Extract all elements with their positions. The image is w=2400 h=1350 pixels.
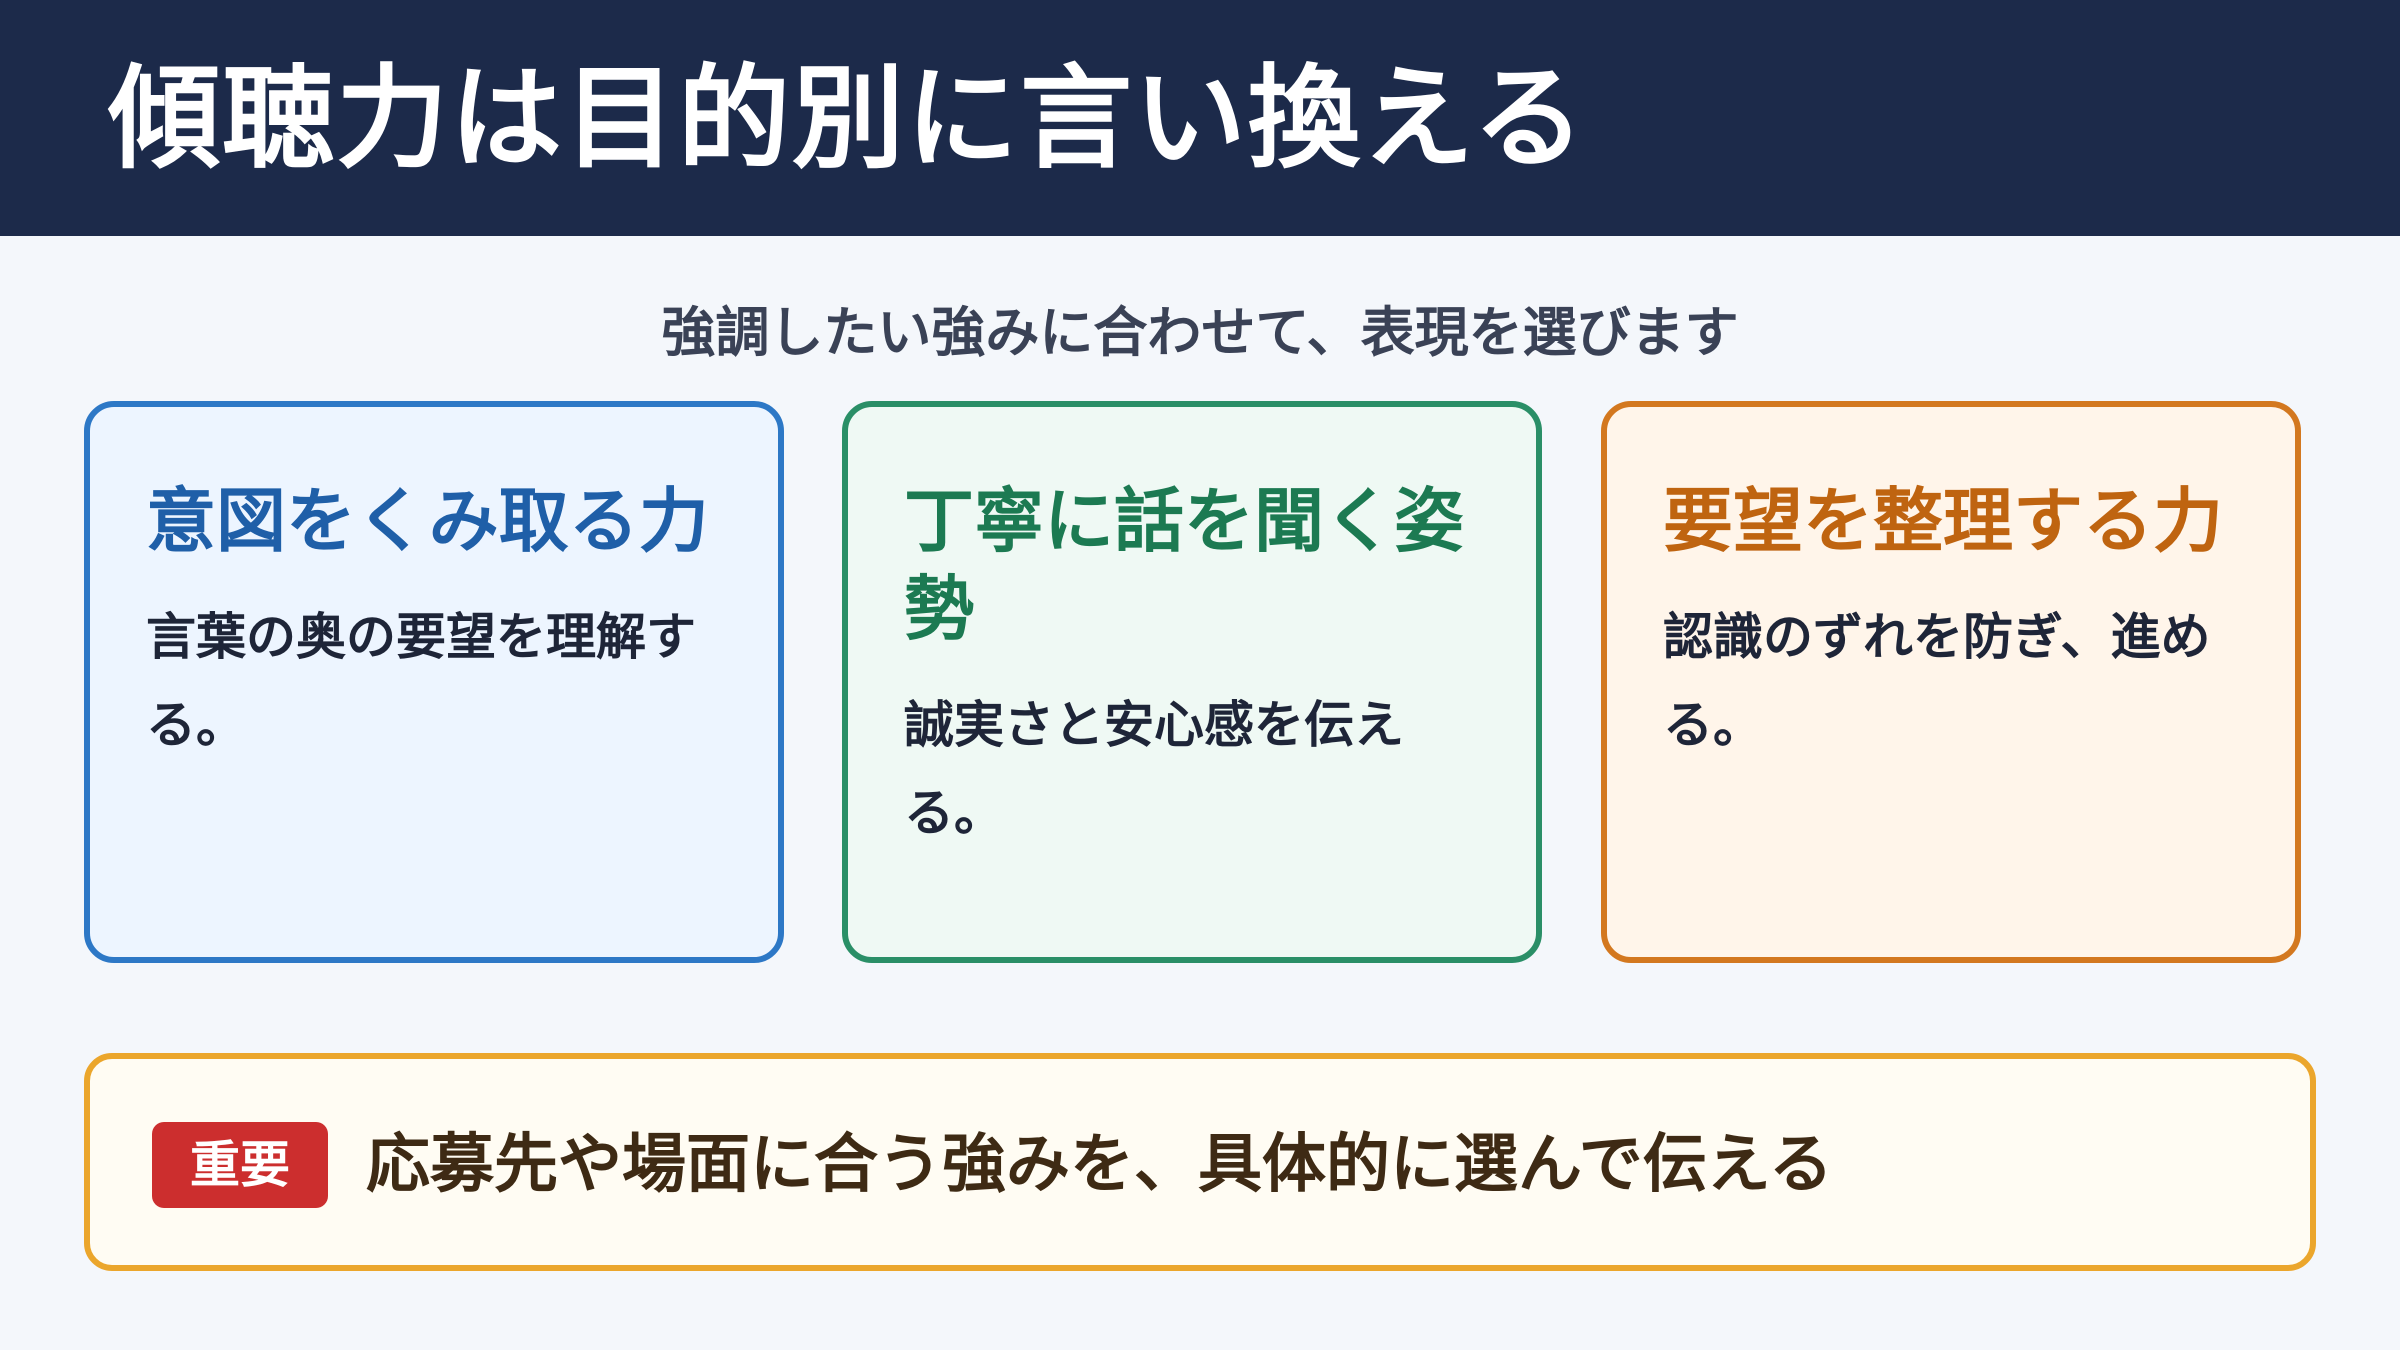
- card-organize: 要望を整理する力 認識のずれを防ぎ、進める。: [1601, 401, 2301, 963]
- page-subtitle: 強調したい強みに合わせて、表現を選びます: [661, 301, 1739, 364]
- card-description: 言葉の奥の要望を理解する。: [146, 608, 696, 754]
- card-title: 意図をくみ取る力: [146, 480, 709, 562]
- card-description: 認識のずれを防ぎ、進める。: [1663, 608, 2211, 754]
- card-attitude: 丁寧に話を聞く姿勢 誠実さと安心感を伝える。: [842, 401, 1542, 963]
- card-description: 誠実さと安心感を伝える。: [904, 696, 1404, 842]
- card-title: 丁寧に話を聞く姿勢: [904, 480, 1464, 650]
- card-title: 要望を整理する力: [1663, 480, 2223, 562]
- page-title: 傾聴力は目的別に言い換える: [108, 54, 1587, 184]
- important-note: 重要 応募先や場面に合う強みを、具体的に選んで伝える: [84, 1053, 2316, 1271]
- important-badge: 重要: [152, 1122, 328, 1208]
- note-text: 応募先や場面に合う強みを、具体的に選んで伝える: [366, 1128, 1833, 1202]
- card-intent: 意図をくみ取る力 言葉の奥の要望を理解する。: [84, 401, 784, 963]
- header-bar: 傾聴力は目的別に言い換える: [0, 0, 2400, 236]
